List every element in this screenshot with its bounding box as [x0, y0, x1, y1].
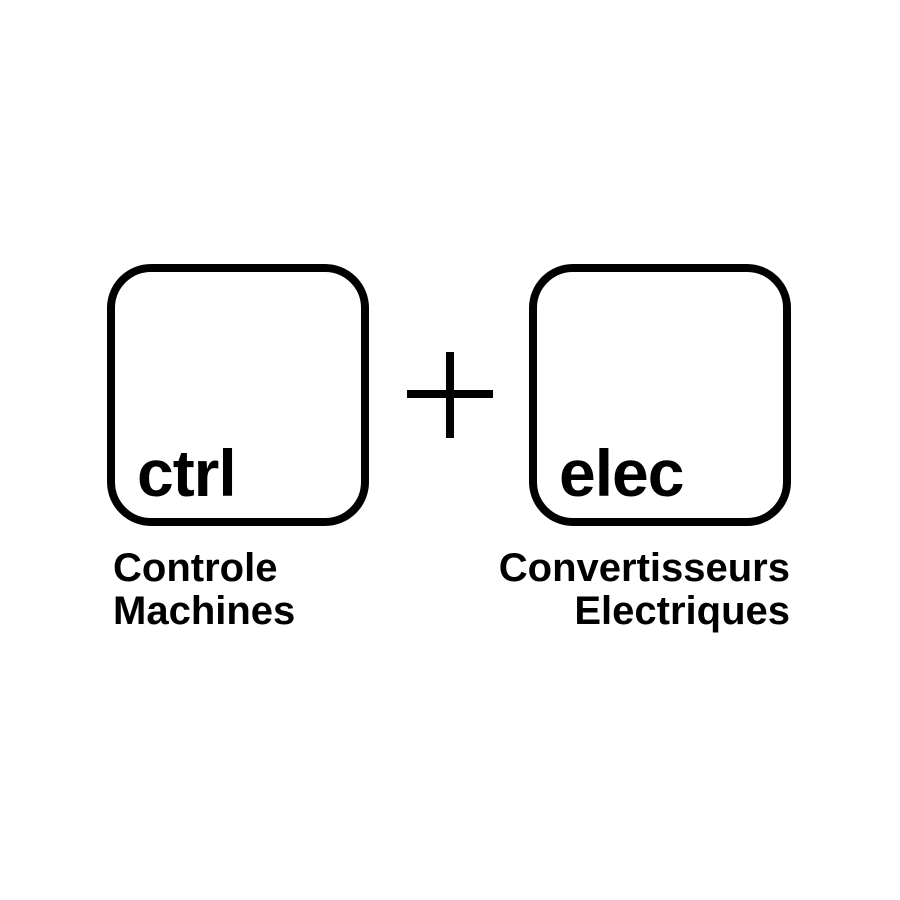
- elec-caption-line2: Electriques: [574, 589, 790, 633]
- plus-icon: [407, 352, 493, 438]
- elec-key-logo: elec: [529, 264, 791, 526]
- ctrl-key-logo: ctrl: [107, 264, 369, 526]
- elec-caption: Convertisseurs Electriques: [499, 547, 790, 633]
- ctrl-caption-line2: Machines: [113, 589, 296, 633]
- plus-vertical-bar: [446, 352, 454, 438]
- elec-key-label: elec: [559, 436, 684, 510]
- ctrl-key-label: ctrl: [137, 436, 237, 510]
- elec-caption-line1: Convertisseurs: [498, 546, 790, 590]
- ctrl-caption-line1: Controle: [113, 546, 278, 590]
- ctrl-caption: Controle Machines: [113, 547, 295, 633]
